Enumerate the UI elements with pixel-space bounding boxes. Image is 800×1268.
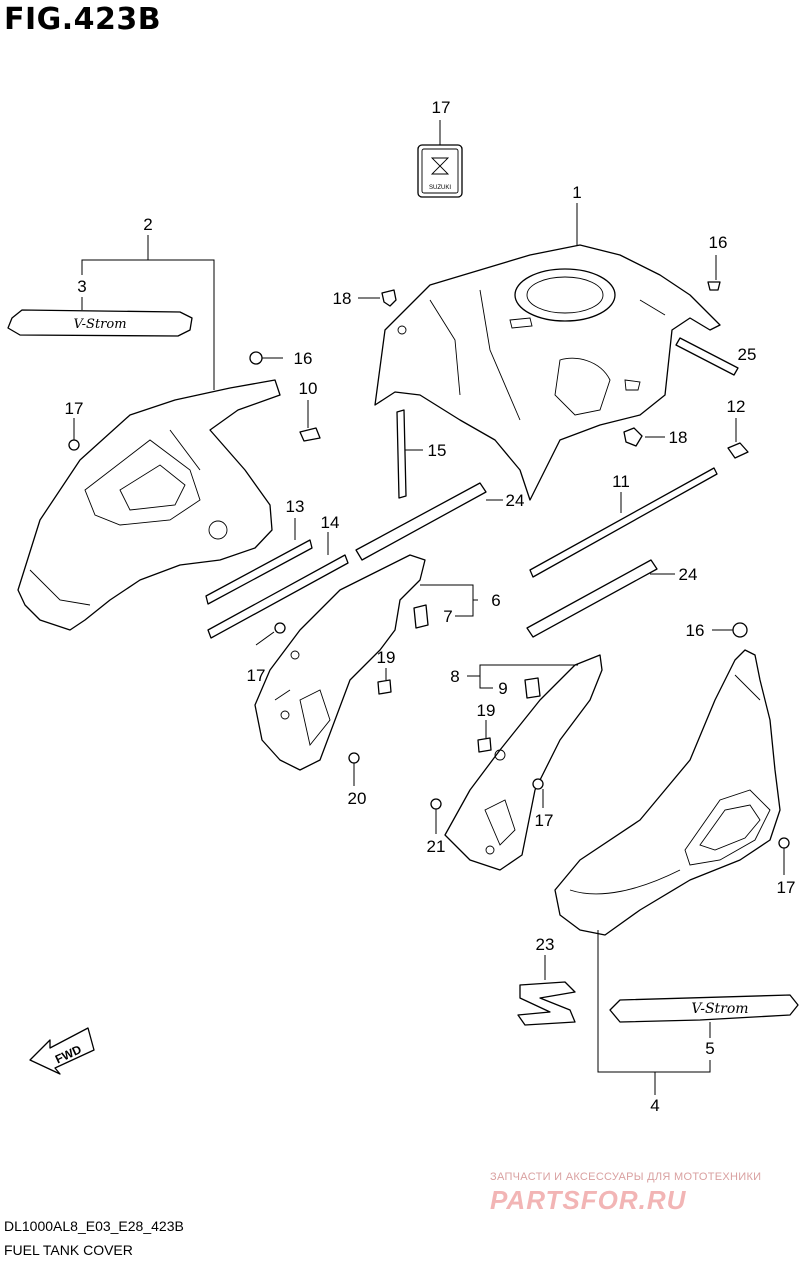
callout-9: 9 [498, 679, 507, 698]
part-19-screw-left[interactable] [348, 752, 360, 764]
callout-18-right: 19 [477, 701, 496, 720]
callout-16-right: 16 [686, 621, 705, 640]
callout-21: 18 [669, 428, 688, 447]
diagram-code: DL1000AL8_E03_E28_423B [4, 1218, 184, 1234]
part-5-vstrom-decal[interactable]: V-Strom [609, 994, 799, 1023]
callout-17-mid: 17 [247, 666, 266, 685]
part-20-emblem[interactable]: SUZUKI [417, 144, 463, 198]
part-8-inner-panel[interactable] [444, 654, 603, 871]
part-10-pad[interactable] [299, 427, 321, 442]
part-17-screw-mid[interactable] [274, 622, 286, 634]
callout-23: 18 [333, 289, 352, 308]
callout-labels: 17 1 2 16 3 18 25 16 10 12 17 18 15 11 2… [65, 98, 796, 1115]
part-17-screw-center[interactable] [532, 778, 544, 790]
callout-19-right: 21 [427, 837, 446, 856]
callout-19-left: 20 [348, 789, 367, 808]
callout-5: 5 [705, 1039, 714, 1058]
callout-17-center: 17 [535, 811, 554, 830]
callout-12: 12 [727, 397, 746, 416]
part-18-clip-left[interactable] [377, 679, 392, 695]
watermark-logo: PARTSFOR.RU [490, 1185, 687, 1215]
emblem-text: SUZUKI [429, 185, 451, 191]
part-19-screw-right[interactable] [430, 798, 442, 810]
vstrom-text-left: V-Strom [73, 317, 126, 332]
callout-16-left: 16 [294, 349, 313, 368]
callout-25: 25 [738, 345, 757, 364]
callout-8: 8 [450, 667, 459, 686]
callout-7: 7 [443, 607, 452, 626]
callout-2: 2 [143, 215, 152, 234]
fwd-arrow-icon: FWD [29, 1027, 95, 1075]
callout-6: 6 [491, 591, 500, 610]
callout-17-right: 17 [777, 878, 796, 897]
part-3-vstrom-decal[interactable]: V-Strom [7, 309, 193, 337]
part-11-strip[interactable] [529, 467, 718, 578]
callout-24-lower: 24 [679, 565, 698, 584]
callout-18-left: 19 [377, 648, 396, 667]
part-17-screw-right[interactable] [778, 837, 790, 849]
figure-title: FIG.423B [4, 2, 162, 37]
part-15-strip[interactable] [396, 409, 407, 499]
callout-16-top: 16 [709, 233, 728, 252]
part-14-strip[interactable] [207, 554, 349, 639]
callout-11: 11 [612, 472, 630, 491]
part-7-pad[interactable] [413, 604, 429, 629]
part-12-pad[interactable] [727, 442, 749, 459]
diagram-name: FUEL TANK COVER [4, 1242, 133, 1258]
callout-10: 10 [299, 379, 318, 398]
callout-20: 17 [432, 98, 451, 117]
part-2-left-panel[interactable] [17, 379, 281, 631]
callout-3: 3 [77, 277, 86, 296]
callout-4: 4 [650, 1096, 659, 1115]
part-23-clip[interactable] [381, 289, 397, 307]
part-17-screw-left[interactable] [68, 439, 80, 451]
vstrom-text-right: V-Strom [691, 1001, 748, 1017]
callout-24-upper: 24 [506, 491, 525, 510]
part-22-s-emblem[interactable] [517, 981, 576, 1026]
part-16-screw-top[interactable] [707, 281, 721, 291]
part-25-strip[interactable] [675, 337, 739, 376]
callout-15: 15 [428, 441, 447, 460]
part-4-right-panel[interactable] [554, 649, 781, 936]
callout-1: 1 [572, 183, 581, 202]
part-9-pad[interactable] [524, 677, 541, 699]
part-16-screw-left[interactable] [249, 351, 263, 365]
part-24-strip-upper[interactable] [355, 482, 487, 561]
callout-14: 14 [321, 513, 340, 532]
part-1-tank-cover[interactable] [374, 244, 721, 501]
part-16-screw-right[interactable] [732, 622, 748, 638]
watermark-tagline: ЗАПЧАСТИ И АКСЕССУАРЫ ДЛЯ МОТОТЕХНИКИ [490, 1171, 762, 1183]
part-21-clip[interactable] [623, 427, 643, 447]
callout-22: 23 [536, 935, 555, 954]
part-6-inner-panel[interactable] [254, 554, 426, 771]
part-13-strip[interactable] [205, 539, 313, 605]
callout-17-left: 17 [65, 399, 84, 418]
part-18-clip-right[interactable] [477, 737, 492, 753]
part-24-strip-lower[interactable] [526, 559, 658, 638]
callout-13: 13 [286, 497, 305, 516]
